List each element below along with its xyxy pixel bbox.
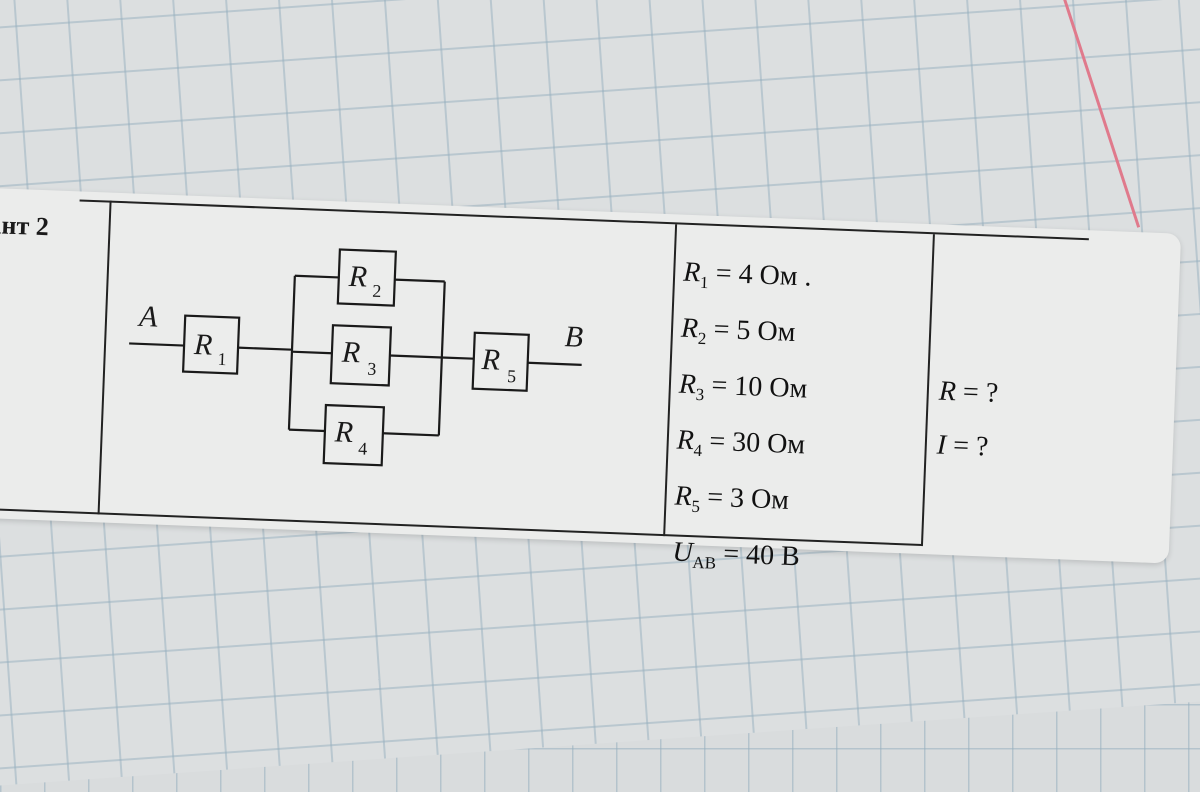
r4-symbol: R [333, 415, 354, 449]
given-r2: R2 = 5 Ом [680, 312, 797, 349]
given-r3: R3 = 10 Ом [678, 368, 808, 405]
find-list: R = ? I = ? [936, 365, 999, 475]
variant-label: ант 2 [0, 209, 50, 242]
r5-symbol: R [480, 343, 501, 377]
r3-symbol: R [340, 336, 361, 370]
divider-right [920, 234, 935, 547]
given-r5: R5 = 3 Ом [674, 480, 790, 517]
given-r4: R4 = 30 Ом [676, 424, 806, 461]
r1-index: 1 [217, 349, 227, 369]
node-a-label: A [137, 300, 159, 334]
divider-left [97, 200, 112, 515]
find-current: I = ? [936, 429, 989, 463]
r2-symbol: R [347, 260, 368, 294]
r3-index: 3 [367, 359, 377, 379]
r1-symbol: R [193, 328, 214, 362]
find-resistance: R = ? [938, 375, 999, 409]
circuit-diagram: A B R R R R R 1 2 3 4 5 [129, 248, 584, 467]
given-uab: UAB = 40 В [671, 536, 801, 573]
problem-card: ант 2 A B R R R R R [0, 188, 1182, 573]
given-r1: R1 = 4 Ом . [682, 256, 813, 293]
r2-index: 2 [372, 281, 382, 301]
given-values-list: R1 = 4 Ом . R2 = 5 Ом R3 = 10 Ом R4 = 30… [671, 245, 812, 586]
node-b-label: B [564, 320, 584, 354]
r4-index: 4 [358, 438, 368, 458]
r5-index: 5 [507, 366, 517, 386]
